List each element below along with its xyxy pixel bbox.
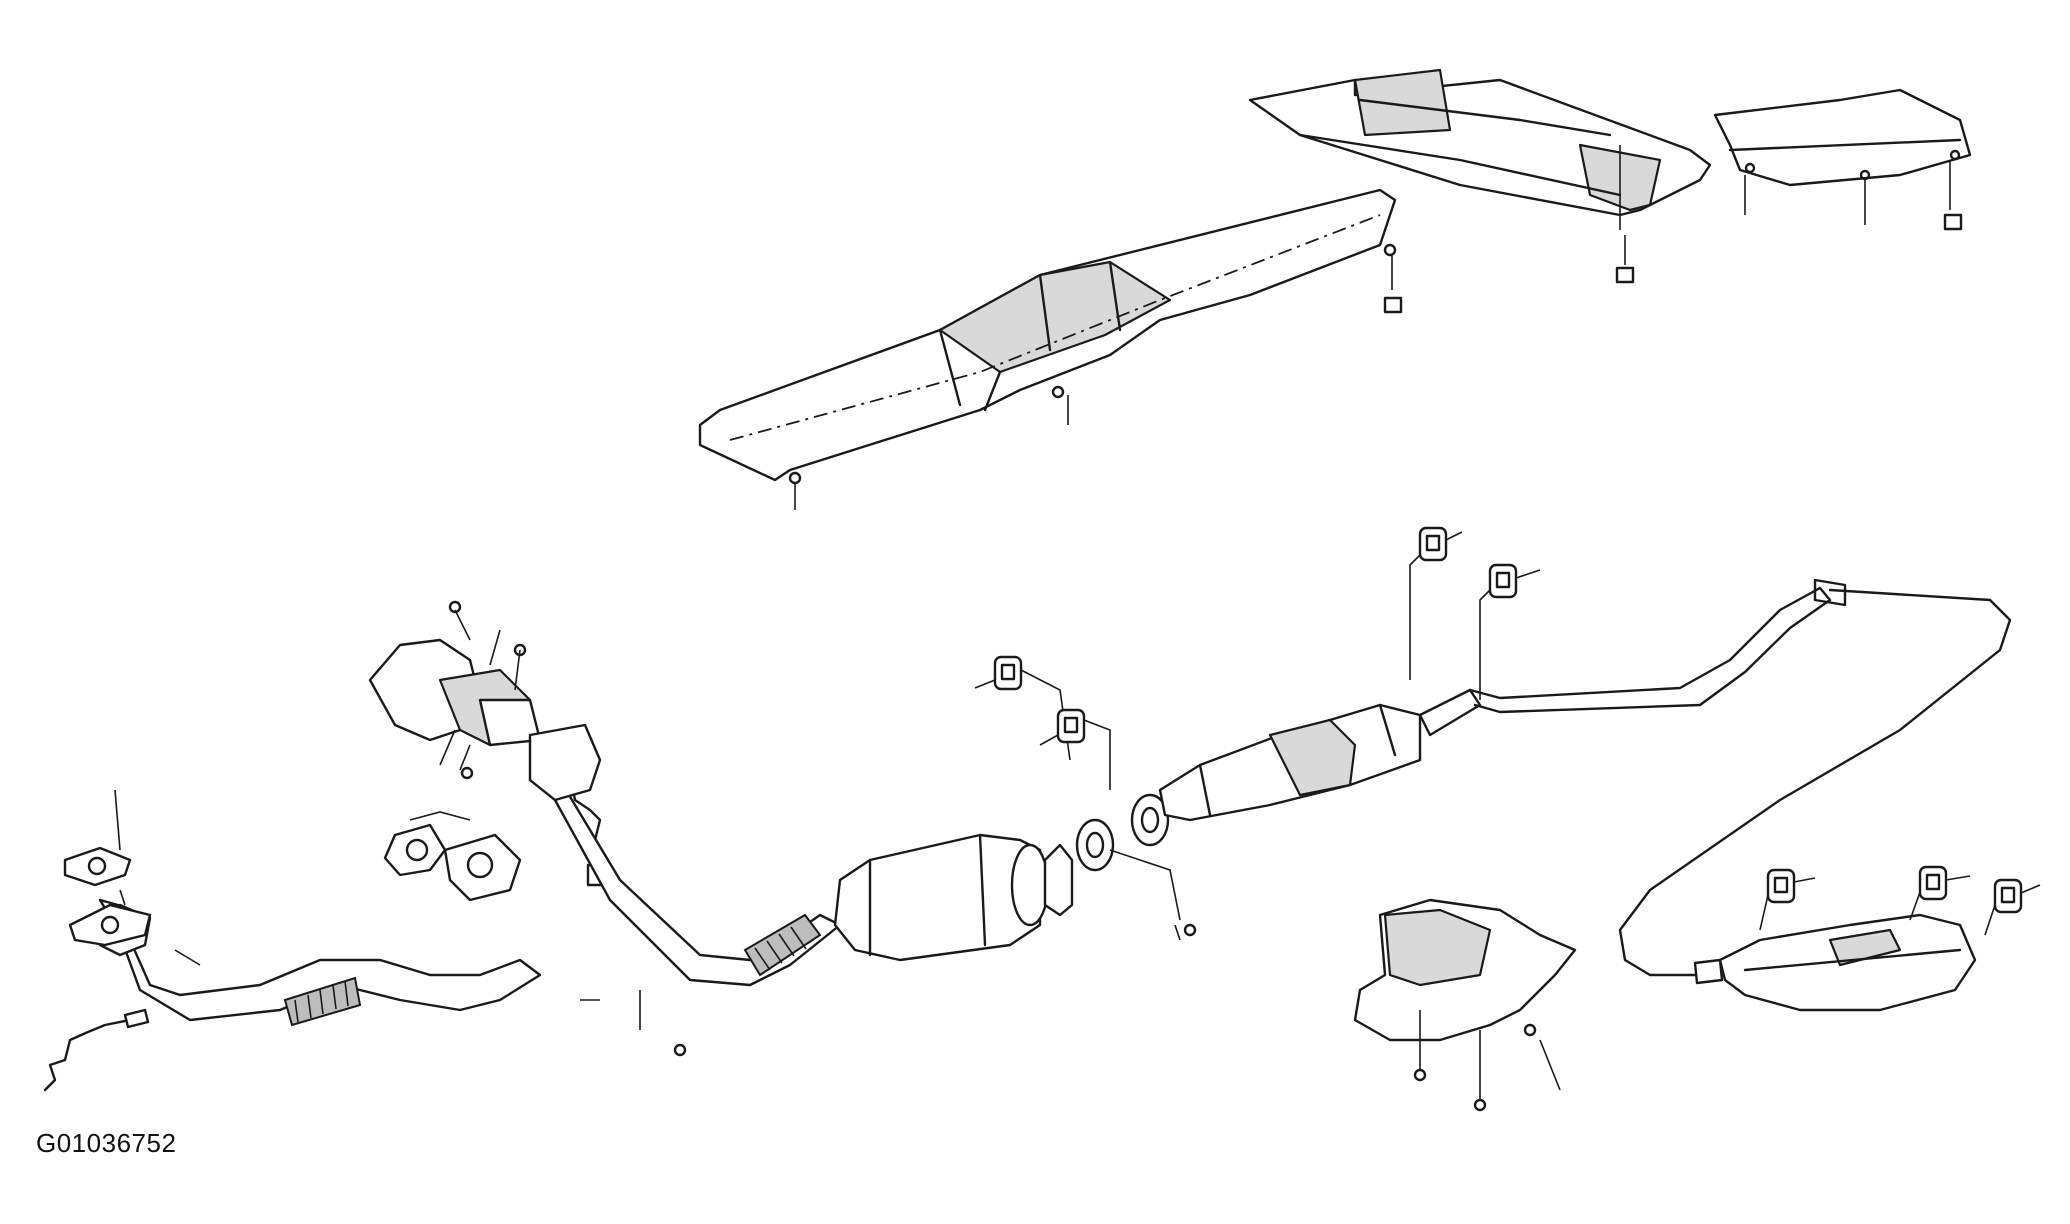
hanger-4 <box>1479 563 1541 700</box>
hanger-2 <box>1039 708 1111 790</box>
hangers <box>974 526 2041 936</box>
rear-exhaust-pipe <box>1468 578 2012 977</box>
muffler-heat-shield <box>1353 898 1577 1112</box>
figure-id-label: G01036752 <box>36 1128 177 1158</box>
resonator <box>1158 688 1482 822</box>
hanger-5 <box>1759 868 1816 931</box>
center-heat-shield <box>698 188 1403 510</box>
front-exhaust-pipe <box>43 789 542 1092</box>
hanger-1 <box>974 655 1071 761</box>
muffler <box>1693 913 1977 1012</box>
front-pipe-gaskets <box>383 811 522 902</box>
hanger-6 <box>1909 865 1971 921</box>
hanger-7 <box>1984 878 2041 936</box>
intermediate-pipe <box>528 723 842 987</box>
rear-heat-shield <box>1713 88 1972 231</box>
front-exhaust-manifold-assembly <box>368 600 542 780</box>
front-catalytic-converter <box>833 833 1074 962</box>
hanger-3 <box>1409 526 1463 680</box>
rear-center-heat-shield <box>1248 68 1712 284</box>
middle-flange-gaskets <box>1075 793 1197 941</box>
fasteners <box>174 949 687 1057</box>
